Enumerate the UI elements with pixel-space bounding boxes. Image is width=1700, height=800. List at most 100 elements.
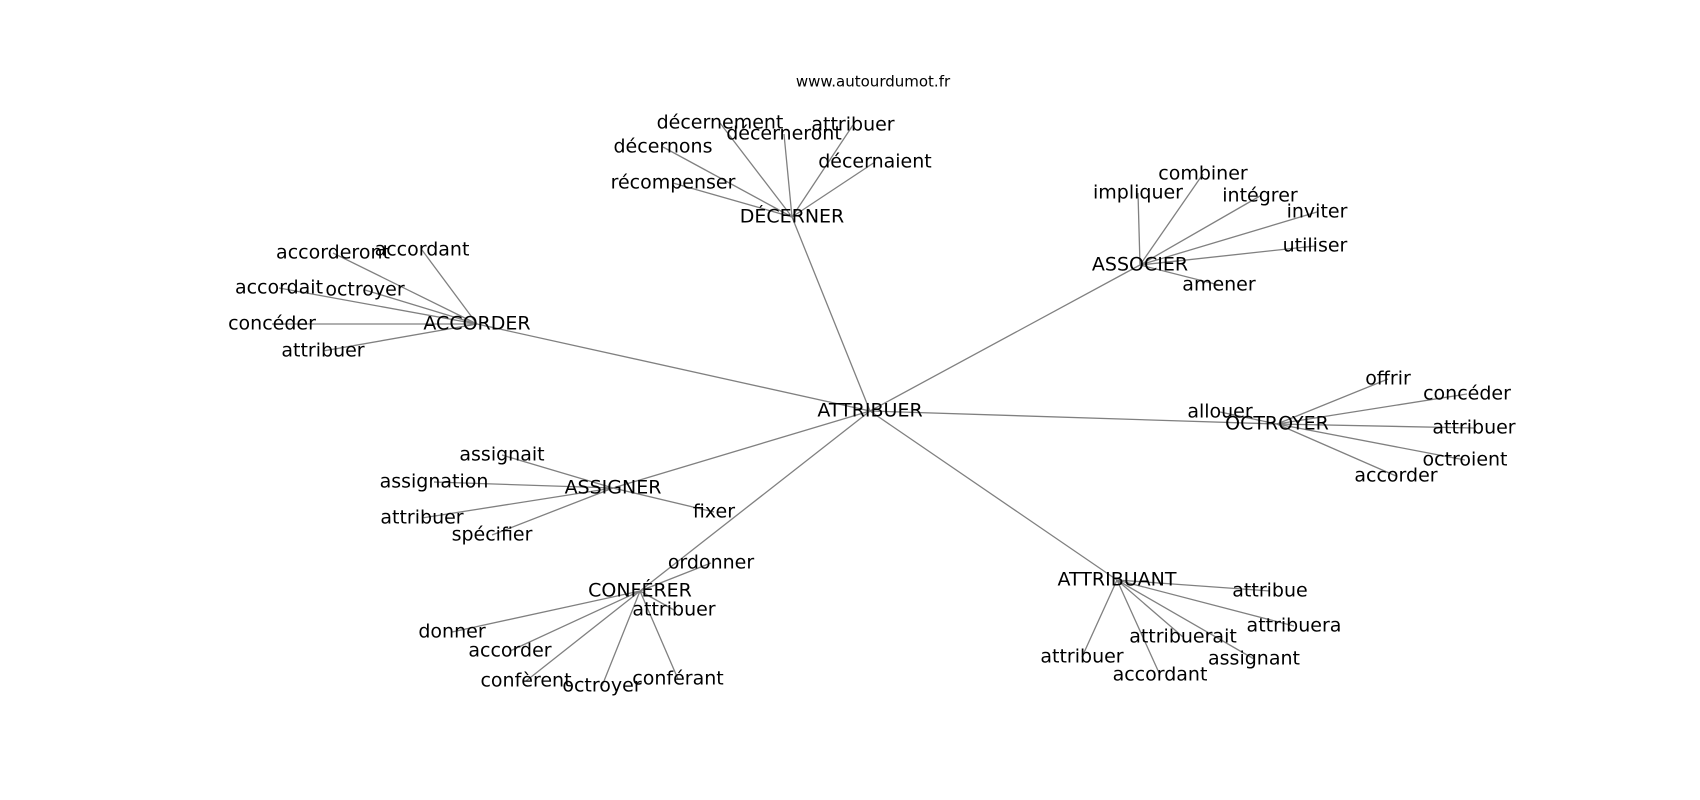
edge-hub-to-word (501, 454, 614, 489)
edge-center-to-hub (612, 410, 871, 489)
edge-hub-to-word (1276, 378, 1389, 425)
leaf-word-node: octroyer (325, 279, 404, 301)
leaf-word-node: assignait (459, 444, 544, 466)
leaf-word-node: attribuera (1247, 615, 1342, 637)
leaf-word-node: accordant (375, 239, 470, 261)
edge-hub-to-word (525, 590, 641, 682)
leaf-word-node: attribuer (1432, 417, 1515, 439)
edge-hub-to-word (639, 562, 712, 592)
edge-hub-to-word (1276, 393, 1468, 425)
hub-word-node: DÉCERNER (740, 205, 845, 228)
edge-hub-to-word (1139, 264, 1220, 286)
edge-hub-to-word (1081, 579, 1118, 658)
edge-hub-to-word (639, 590, 679, 680)
edge-center-to-hub (639, 410, 871, 592)
leaf-word-node: concéder (228, 313, 316, 335)
edge-hub-to-word (1276, 423, 1397, 477)
edge-hub-to-word (509, 590, 641, 652)
hub-word-node: ASSOCIER (1092, 254, 1188, 276)
leaf-word-node: allouer (1187, 401, 1253, 423)
edge-hub-to-word (421, 487, 614, 519)
edge-hub-to-word (1116, 579, 1161, 676)
hub-word-node: ATTRIBUANT (1058, 569, 1177, 591)
leaf-word-node: décernement (657, 112, 784, 134)
leaf-word-node: récompenser (611, 172, 736, 194)
leaf-word-node: octroyer (562, 675, 641, 697)
edge-hub-to-word (601, 590, 641, 687)
leaf-word-node: décernaient (818, 151, 932, 173)
leaf-word-node: ordonner (668, 552, 755, 574)
leaf-word-node: octroient (1423, 449, 1508, 471)
graph-edges (272, 122, 1475, 687)
edge-center-to-hub (869, 264, 1141, 412)
edge-center-to-hub (791, 216, 871, 412)
leaf-word-node: accorder (1354, 465, 1437, 487)
edge-hub-to-word (1116, 579, 1184, 638)
watermark-text: www.autourdumot.fr (796, 73, 951, 91)
edge-hub-to-word (612, 487, 715, 513)
edge-center-to-hub (476, 323, 871, 412)
edge-hub-to-word (364, 289, 478, 325)
leaf-word-node: décernons (614, 136, 713, 158)
edge-hub-to-word (1139, 173, 1204, 266)
center-word-node: ATTRIBUER (817, 400, 922, 422)
edge-hub-to-word (1219, 411, 1278, 425)
edge-hub-to-word (719, 122, 793, 218)
leaf-word-node: accordait (235, 277, 323, 299)
edge-hub-to-word (332, 252, 478, 325)
edge-hub-to-word (1116, 579, 1255, 660)
leaf-word-node: attribuer (632, 599, 715, 621)
edge-hub-to-word (1139, 245, 1316, 266)
leaf-word-node: amener (1182, 274, 1256, 296)
edge-center-to-hub (869, 410, 1278, 425)
edge-hub-to-word (1276, 423, 1466, 461)
edge-hub-to-word (1137, 192, 1141, 266)
leaf-word-node: fixer (693, 501, 735, 523)
leaf-word-node: inviter (1287, 201, 1348, 223)
leaf-word-node: accorderont (276, 242, 390, 264)
edge-hub-to-word (672, 182, 793, 218)
leaf-word-node: assignant (1208, 648, 1300, 670)
edge-hub-to-word (322, 323, 478, 352)
leaf-word-node: attribue (1232, 580, 1307, 602)
leaf-word-node: confèrent (480, 670, 571, 692)
hub-word-node: OCTROYER (1225, 413, 1329, 435)
leaf-word-node: combiner (1158, 163, 1248, 185)
leaf-word-node: donner (418, 621, 485, 643)
edge-hub-to-word (783, 133, 793, 218)
edge-hub-to-word (1139, 195, 1261, 266)
leaf-word-node: concéder (1423, 383, 1511, 405)
hub-word-node: ASSIGNER (565, 477, 662, 499)
leaf-word-node: accorder (468, 640, 551, 662)
leaf-word-node: attribuer (811, 114, 894, 136)
leaf-word-node: attribuer (1040, 646, 1123, 668)
edge-hub-to-word (1139, 211, 1318, 266)
edge-hub-to-word (1116, 579, 1295, 627)
leaf-word-node: utiliser (1283, 235, 1348, 257)
edge-hub-to-word (451, 590, 641, 633)
leaf-word-node: décerneront (726, 123, 842, 145)
edge-hub-to-word (1116, 579, 1271, 592)
leaf-word-node: offrir (1365, 368, 1411, 390)
edge-hub-to-word (421, 249, 478, 325)
edge-hub-to-word (491, 487, 614, 536)
edge-hub-to-word (791, 161, 876, 218)
edge-hub-to-word (791, 124, 854, 218)
hub-word-node: CONFÉRER (588, 579, 692, 602)
edge-hub-to-word (639, 590, 675, 611)
hub-word-node: ACCORDER (423, 313, 530, 335)
leaf-word-node: conférant (632, 668, 723, 690)
leaf-word-node: spécifier (452, 524, 533, 546)
edge-center-to-hub (869, 410, 1118, 581)
leaf-word-node: attribuer (281, 340, 364, 362)
edge-hub-to-word (662, 146, 793, 218)
leaf-word-node: impliquer (1093, 182, 1183, 204)
leaf-word-node: intégrer (1222, 185, 1298, 207)
edge-hub-to-word (1276, 423, 1475, 429)
leaf-word-node: attribuer (380, 507, 463, 529)
edge-hub-to-word (278, 287, 478, 325)
edge-hub-to-word (433, 481, 614, 489)
leaf-word-node: assignation (380, 471, 489, 493)
